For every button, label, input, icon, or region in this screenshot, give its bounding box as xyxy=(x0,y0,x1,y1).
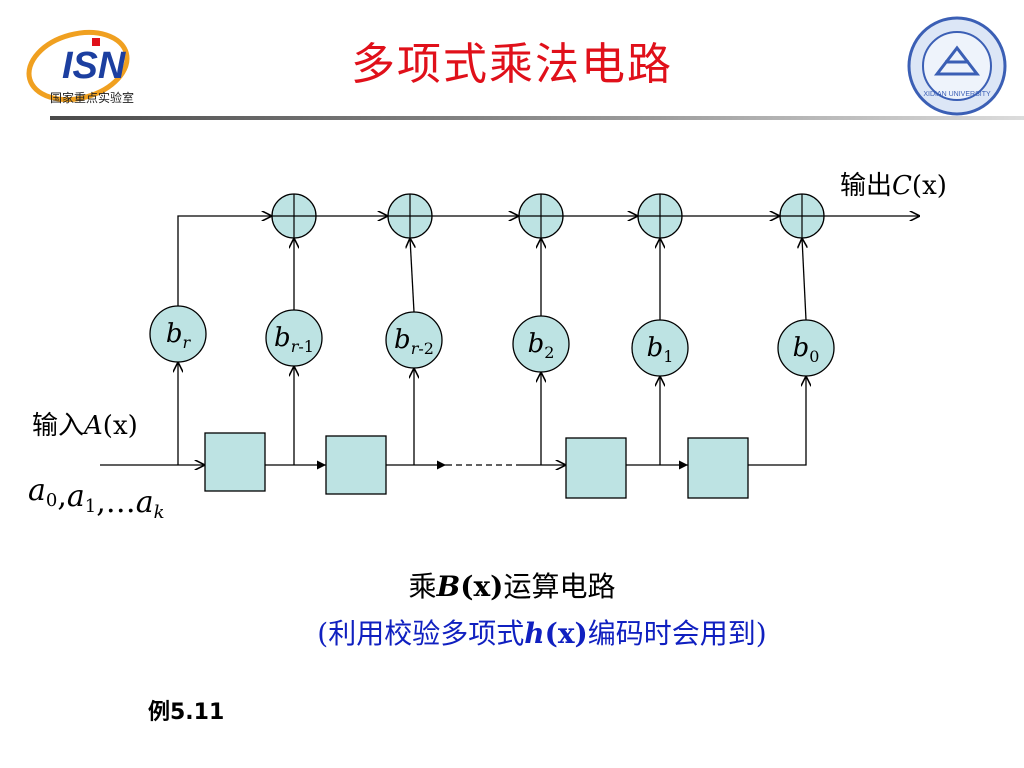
header-divider xyxy=(50,116,1024,120)
seal-text: XIDIAN UNIVERSITY xyxy=(923,91,991,98)
svg-text:br-1: br-1 xyxy=(274,323,314,356)
coefficient-node-b0: b0 xyxy=(777,319,835,377)
isn-lab-logo: ISN 国家重点实验室 xyxy=(22,20,172,110)
output-label: 输出C(x) xyxy=(840,171,947,201)
adder-5 xyxy=(779,193,825,239)
university-seal-logo: XIDIAN UNIVERSITY xyxy=(905,14,1009,118)
input-sequence: a0,a1,…ak xyxy=(28,473,165,523)
coefficient-node-br: br xyxy=(149,305,207,363)
svg-text:b1: b1 xyxy=(647,333,674,366)
coefficient-node-br-1: br-1 xyxy=(265,309,323,367)
logo-isn-text: ISN xyxy=(62,45,127,87)
shift-register-2 xyxy=(325,435,387,495)
adder-4 xyxy=(637,193,683,239)
shift-register-4 xyxy=(687,437,749,499)
coefficient-node-b1: b1 xyxy=(631,319,689,377)
adder-2 xyxy=(387,193,433,239)
shift-register-3 xyxy=(565,437,627,499)
svg-text:br: br xyxy=(166,319,192,352)
svg-text:b0: b0 xyxy=(793,333,820,366)
adder-3 xyxy=(518,193,564,239)
shift-register-1 xyxy=(204,432,266,492)
caption-line-2: (利用校验多项式h(x)编码时会用到) xyxy=(317,617,767,650)
input-label: 输入A(x) xyxy=(32,411,138,441)
example-label: 例5.11 xyxy=(148,700,225,725)
coefficient-node-b2: b2 xyxy=(512,315,570,373)
coefficient-node-br-2: br-2 xyxy=(385,311,443,369)
page-title: 多项式乘法电路 xyxy=(351,39,673,90)
adder-1 xyxy=(271,193,317,239)
svg-text:b2: b2 xyxy=(528,329,555,362)
svg-text:br-2: br-2 xyxy=(394,325,434,358)
logo-isn-subtitle: 国家重点实验室 xyxy=(50,90,134,105)
caption-line-1: 乘B(x)运算电路 xyxy=(408,570,616,603)
